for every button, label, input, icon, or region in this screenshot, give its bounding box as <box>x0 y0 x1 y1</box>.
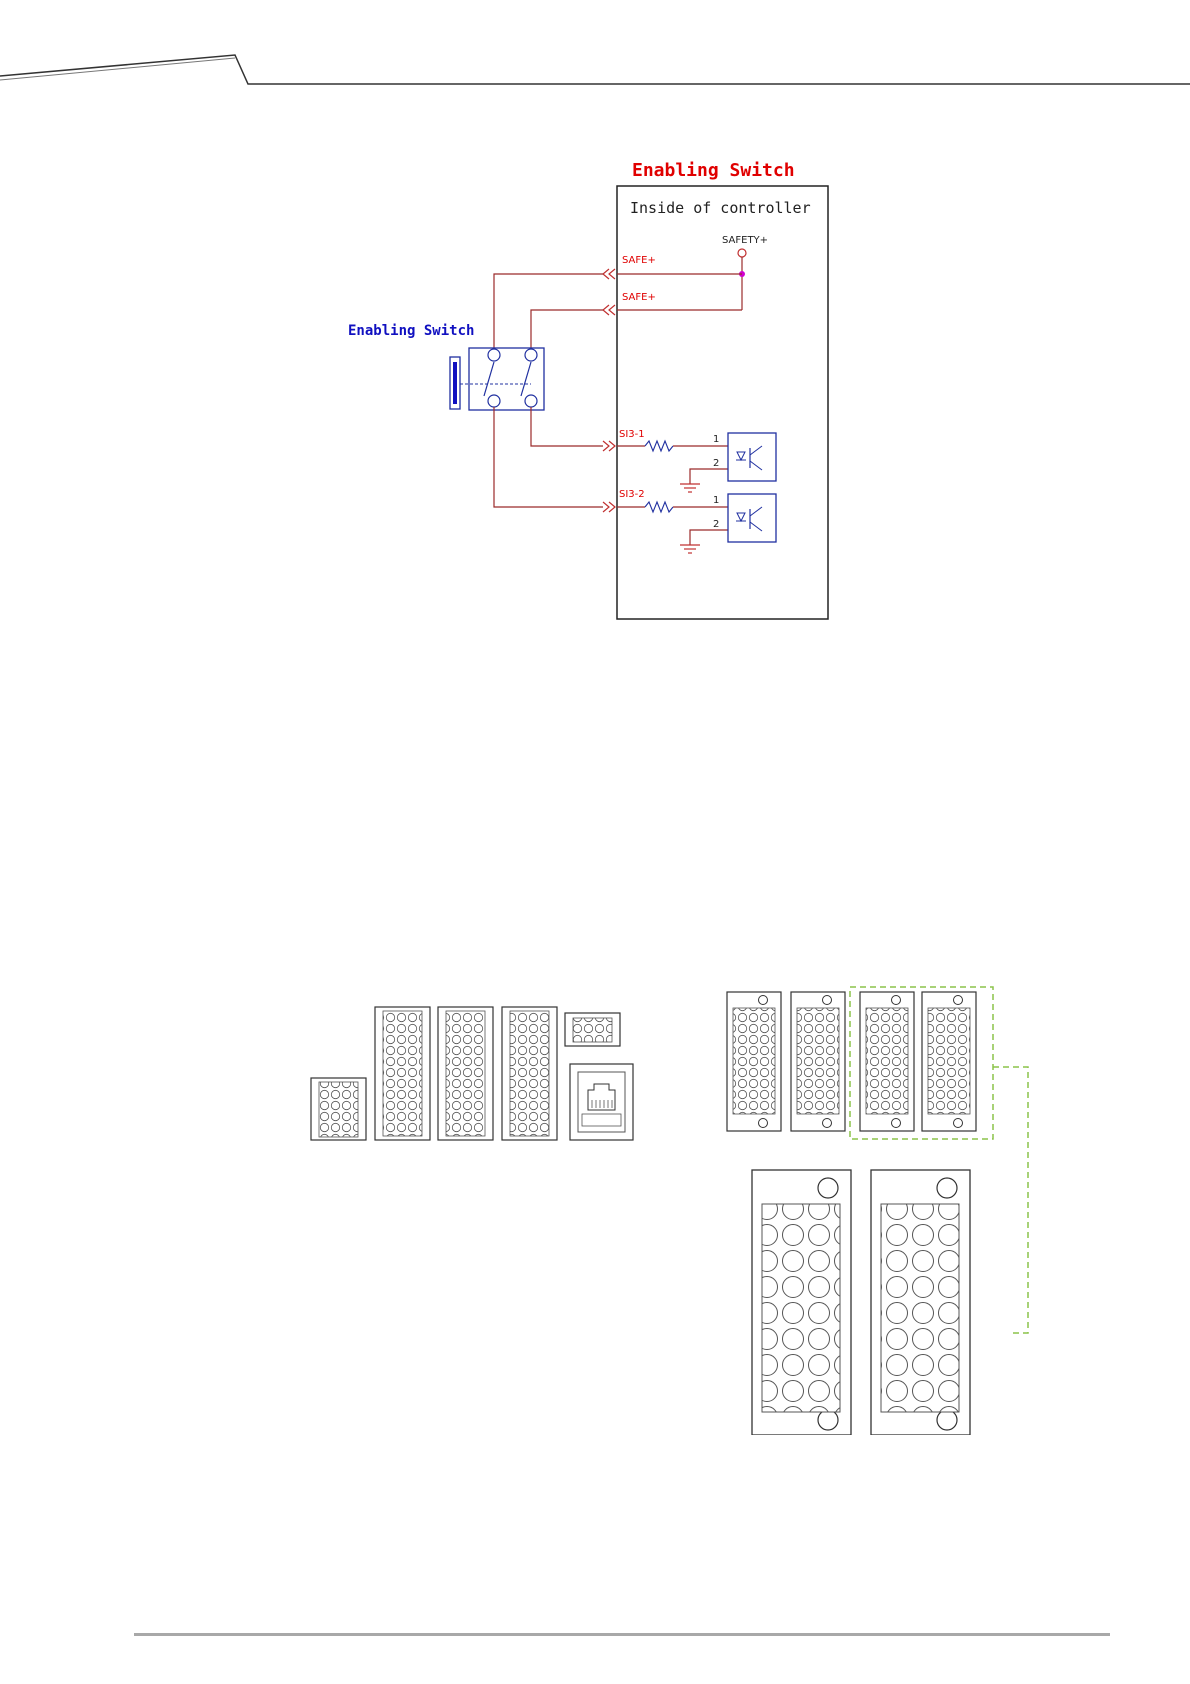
ground-icon-ch2 <box>680 545 700 553</box>
terminal-plug-enlarged-1 <box>752 1170 851 1435</box>
pin-1-ch1: 1 <box>713 434 719 445</box>
terminal-block-mini <box>565 1013 620 1046</box>
safety-plus-terminal <box>738 249 746 257</box>
enabling-switch-schematic: Enabling Switch Inside of controller SAF… <box>330 150 850 630</box>
safety-plus-label: SAFETY+ <box>722 235 768 246</box>
highlight-leader <box>993 1067 1028 1333</box>
switch-contact-bottom-left <box>488 395 500 407</box>
ground-icon-ch1 <box>680 484 700 492</box>
switch-contact-top-right <box>525 349 537 361</box>
switch-contact-bottom-right <box>525 395 537 407</box>
terminal-block-short <box>311 1078 366 1140</box>
pin-1-ch2: 1 <box>713 495 719 506</box>
pin-2-ch1: 2 <box>713 458 719 469</box>
pin-2-ch2: 2 <box>713 519 719 530</box>
optocoupler-2-icon <box>728 494 776 542</box>
connector-arrow-3 <box>603 441 615 451</box>
terminal-block-tall-2 <box>438 1007 493 1140</box>
safe-plus-label-2: SAFE+ <box>622 292 656 303</box>
si3-2-label: SI3-2 <box>619 489 645 500</box>
switch-actuator-bar <box>453 362 457 404</box>
resistor-1-icon <box>645 441 673 451</box>
footer-rule <box>134 1633 1110 1636</box>
page-header <box>0 0 1190 100</box>
terminal-plug-enlarged-2 <box>871 1170 970 1435</box>
safe-plus-wire-2-outer <box>531 310 603 348</box>
terminal-block-tall-1 <box>375 1007 430 1140</box>
connector-arrow-1 <box>603 269 615 279</box>
terminal-block-tall-3 <box>502 1007 557 1140</box>
si3-1-wire-outer <box>531 407 603 446</box>
safe-plus-wire-1-outer <box>494 274 603 348</box>
header-swoosh <box>0 55 1190 84</box>
ground-lead-ch1 <box>690 469 728 484</box>
switch-label: Enabling Switch <box>348 323 474 339</box>
resistor-2-icon <box>645 502 673 512</box>
optocoupler-1-icon <box>728 433 776 481</box>
switch-blade-right <box>521 362 531 396</box>
si3-2-wire-outer <box>494 407 603 507</box>
connector-arrow-2 <box>603 305 615 315</box>
terminal-plug-1 <box>727 992 781 1131</box>
terminal-plug-3 <box>860 992 914 1131</box>
header-swoosh-inner <box>0 58 235 80</box>
terminal-plug-4 <box>922 992 976 1131</box>
safe-plus-label-1: SAFE+ <box>622 255 656 266</box>
controller-label: Inside of controller <box>630 199 811 217</box>
terminal-plug-2 <box>791 992 845 1131</box>
si3-1-label: SI3-1 <box>619 429 645 440</box>
controller-box <box>617 186 828 619</box>
connector-illustrations <box>300 975 1060 1435</box>
rj45-port-icon <box>570 1064 633 1140</box>
switch-blade-left <box>484 362 494 396</box>
ground-lead-ch2 <box>690 530 728 545</box>
switch-contact-top-left <box>488 349 500 361</box>
connector-arrow-4 <box>603 502 615 512</box>
schematic-title: Enabling Switch <box>632 160 795 181</box>
